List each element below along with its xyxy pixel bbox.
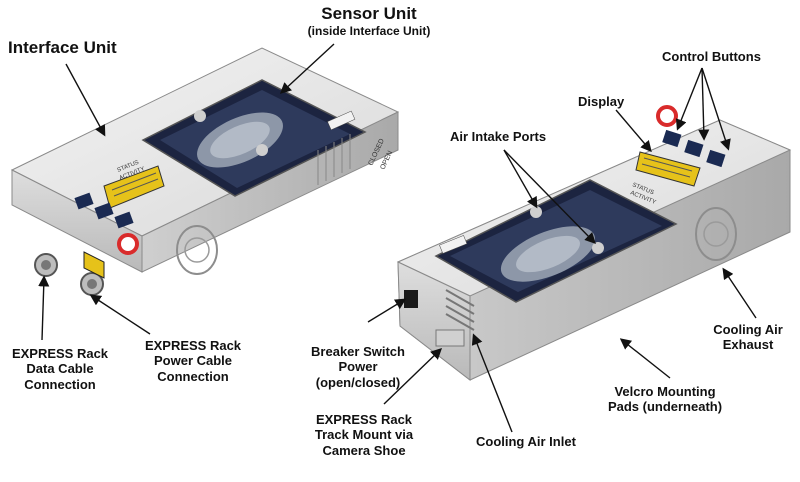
label-express-power-cable: EXPRESS Rack Power Cable Connection	[144, 338, 242, 384]
right-control-buttons	[662, 129, 726, 168]
label-display: Display	[578, 94, 625, 109]
left-side-vents	[317, 134, 351, 185]
camera-shoe-mount	[435, 329, 465, 347]
warning-label	[83, 251, 105, 279]
label-interface-unit: Interface Unit	[8, 38, 117, 57]
left-indicator-light	[117, 233, 139, 255]
air-intake-port-2	[592, 242, 604, 254]
label-control-buttons: Control Buttons	[662, 49, 761, 64]
breaker-switch	[404, 290, 418, 308]
left-display	[103, 165, 165, 209]
label-express-data-cable: EXPRESS Rack Data Cable Connection	[11, 346, 109, 392]
label-cooling-air-inlet: Cooling Air Inlet	[476, 434, 576, 449]
left-fan-grille	[176, 225, 218, 275]
right-sensor-window	[434, 179, 678, 303]
sensor-unit-window	[141, 79, 367, 197]
label-velcro-pads: Velcro Mounting Pads (underneath)	[607, 384, 723, 415]
label-sensor-unit-note: (inside Interface Unit)	[307, 24, 431, 38]
right-indicator-light	[656, 105, 678, 127]
label-cooling-air-exhaust: Cooling Air Exhaust	[713, 322, 783, 353]
right-display	[635, 151, 701, 187]
label-air-intake-ports: Air Intake Ports	[450, 129, 547, 144]
right-fan-grille	[695, 207, 737, 261]
label-sensor-unit: Sensor Unit	[321, 4, 417, 23]
left-control-buttons	[74, 192, 134, 229]
air-intake-port-1	[530, 206, 542, 218]
leader-arrows	[38, 43, 757, 433]
label-express-track-mount: EXPRESS Rack Track Mount via Camera Shoe	[314, 412, 414, 458]
label-breaker-switch: Breaker Switch Power (open/closed)	[311, 344, 405, 390]
cooling-air-inlet-vents	[445, 289, 475, 331]
